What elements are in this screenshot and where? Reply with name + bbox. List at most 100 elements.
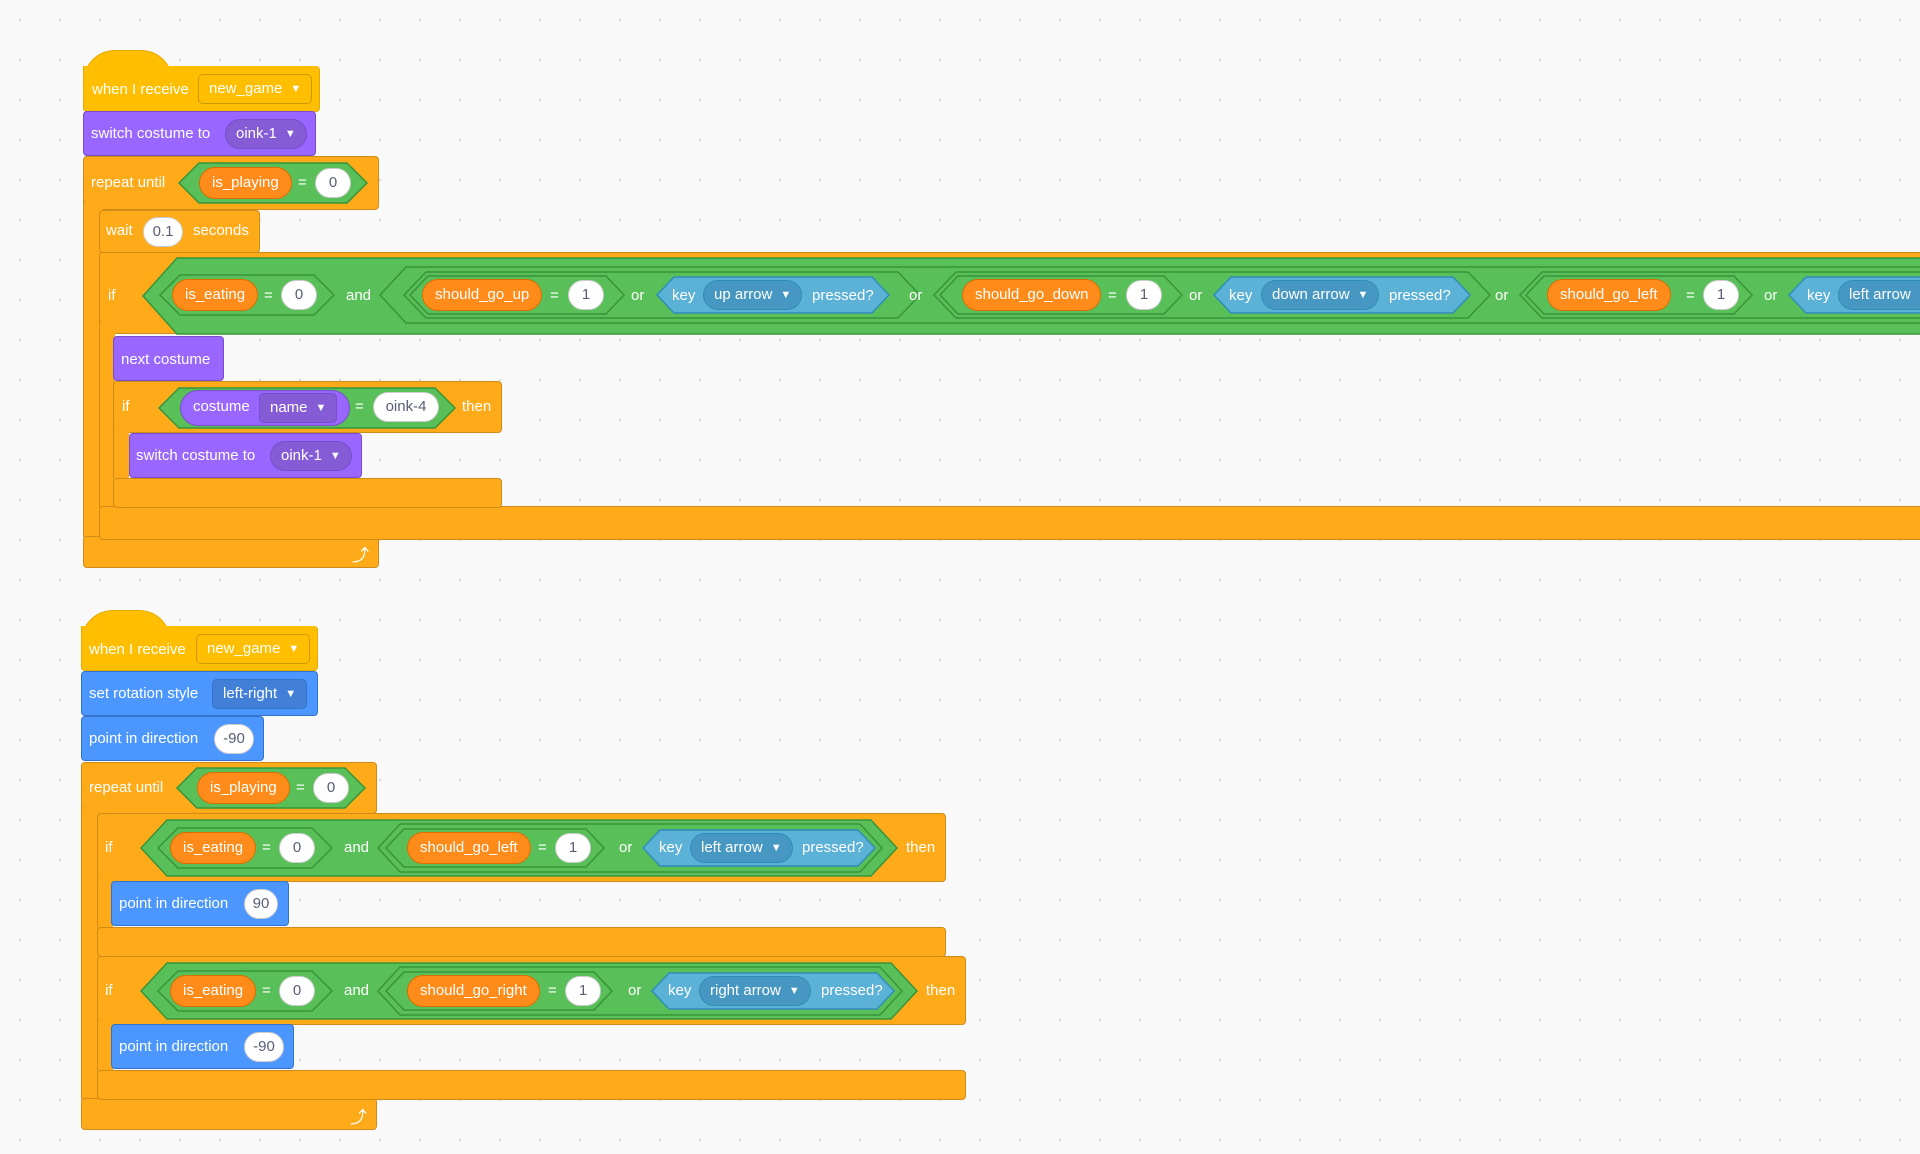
repeat-until-label: repeat until [89, 779, 164, 796]
zero-input[interactable]: 0 [279, 976, 315, 1006]
next-costume-block[interactable] [113, 336, 224, 381]
or-label: or [619, 839, 633, 856]
point-in-direction-label: point in direction [119, 895, 229, 912]
zero-input[interactable]: 0 [315, 168, 351, 198]
zero-input[interactable]: 0 [281, 280, 317, 310]
one-input[interactable]: 1 [1703, 280, 1739, 310]
if-left-arm [97, 876, 113, 931]
chevron-down-icon: ▼ [290, 83, 302, 95]
or-label: or [1495, 287, 1509, 304]
chevron-down-icon: ▼ [315, 402, 327, 414]
if-label: if [105, 839, 113, 856]
rotation-style-dropdown[interactable]: left-right▼ [212, 679, 308, 709]
if-right-arm [97, 1019, 113, 1074]
down-arrow-dropdown[interactable]: down arrow▼ [1261, 280, 1380, 310]
point-in-direction-label: point in direction [119, 1038, 229, 1055]
and-label: and [346, 287, 372, 304]
equals-label: = [262, 982, 271, 999]
repeat-until-label: repeat until [91, 174, 166, 191]
if-right-bottom [97, 1070, 966, 1100]
equals-label: = [1686, 287, 1695, 304]
or-label: or [1189, 287, 1203, 304]
pressed-label: pressed? [1389, 287, 1451, 304]
chevron-down-icon: ▼ [288, 643, 300, 655]
repeat-until-arm-1 [83, 200, 103, 540]
then-label: then [906, 839, 936, 856]
next-costume-label: next costume [121, 351, 211, 368]
is-eating-reporter[interactable]: is_eating [170, 832, 257, 864]
right-arrow-dropdown[interactable]: right arrow▼ [699, 976, 811, 1006]
loop-arrow-icon: ⤴ [352, 546, 369, 565]
if-block-bottom [99, 506, 1920, 540]
pressed-label: pressed? [802, 839, 864, 856]
zero-input[interactable]: 0 [313, 773, 349, 803]
zero-input[interactable]: 0 [279, 833, 315, 863]
equals-label: = [298, 174, 307, 191]
costume-dropdown[interactable]: oink-1▼ [225, 119, 307, 149]
is-playing-reporter[interactable]: is_playing [197, 772, 290, 804]
chevron-down-icon: ▼ [285, 688, 297, 700]
key-label: key [659, 839, 683, 856]
wait-seconds-input[interactable]: 0.1 [143, 217, 183, 247]
seconds-label: seconds [193, 222, 249, 239]
then-label: then [926, 982, 956, 999]
when-i-receive-label: when I receive [89, 641, 186, 658]
message-dropdown[interactable]: new_game▼ [198, 74, 313, 104]
key-label: key [1229, 287, 1253, 304]
one-input[interactable]: 1 [568, 280, 604, 310]
should-go-down-reporter[interactable]: should_go_down [962, 279, 1102, 311]
costume-target-input[interactable]: oink-4 [373, 392, 439, 422]
equals-label: = [262, 839, 271, 856]
should-go-left-reporter[interactable]: should_go_left [1547, 279, 1671, 311]
or-label: or [1764, 287, 1778, 304]
wait-label: wait [106, 222, 133, 239]
repeat-until-bottom-1 [83, 536, 379, 568]
left-arrow-dropdown[interactable]: left arrow▼ [690, 833, 793, 863]
one-input[interactable]: 1 [1126, 280, 1162, 310]
should-go-left-reporter[interactable]: should_go_left [407, 832, 531, 864]
equals-label: = [296, 779, 305, 796]
costume-label: costume [193, 398, 250, 415]
should-go-up-reporter[interactable]: should_go_up [422, 279, 543, 311]
direction-input[interactable]: -90 [244, 1032, 284, 1062]
pressed-label: pressed? [821, 982, 883, 999]
repeat-until-bottom-2 [81, 1098, 377, 1130]
repeat-until-arm-2 [81, 806, 101, 1102]
one-input[interactable]: 1 [555, 833, 591, 863]
equals-label: = [264, 287, 273, 304]
if-block-arm [99, 320, 115, 510]
then-label: then [462, 398, 492, 415]
or-label: or [628, 982, 642, 999]
costume-dropdown[interactable]: oink-1▼ [270, 441, 352, 471]
switch-costume-label: switch costume to [91, 125, 211, 142]
chevron-down-icon: ▼ [329, 450, 341, 462]
switch-costume-label: switch costume to [136, 447, 256, 464]
is-playing-reporter[interactable]: is_playing [199, 167, 292, 199]
chevron-down-icon: ▼ [780, 289, 792, 301]
one-input[interactable]: 1 [565, 976, 601, 1006]
equals-label: = [538, 839, 547, 856]
chevron-down-icon: ▼ [1357, 289, 1369, 301]
if-costume-arm [113, 425, 129, 481]
and-label: and [344, 982, 370, 999]
if-left-bottom [97, 927, 946, 957]
equals-label: = [548, 982, 557, 999]
chevron-down-icon: ▼ [770, 842, 782, 854]
or-label: or [631, 287, 645, 304]
message-dropdown[interactable]: new_game▼ [196, 634, 311, 664]
is-eating-reporter[interactable]: is_eating [170, 975, 257, 1007]
chevron-down-icon: ▼ [284, 128, 296, 140]
up-arrow-dropdown[interactable]: up arrow▼ [703, 280, 803, 310]
if-costume-bottom [113, 478, 502, 508]
when-i-receive-label: when I receive [92, 81, 189, 98]
costume-attribute-dropdown[interactable]: name▼ [259, 393, 338, 423]
pressed-label: pressed? [812, 287, 874, 304]
if-label: if [108, 287, 116, 304]
if-label: if [105, 982, 113, 999]
should-go-right-reporter[interactable]: should_go_right [407, 975, 540, 1007]
left-arrow-dropdown[interactable]: left arrow [1838, 280, 1920, 310]
direction-input[interactable]: 90 [244, 889, 278, 919]
is-eating-reporter[interactable]: is_eating [172, 279, 259, 311]
or-label: or [909, 287, 923, 304]
direction-input[interactable]: -90 [214, 724, 254, 754]
